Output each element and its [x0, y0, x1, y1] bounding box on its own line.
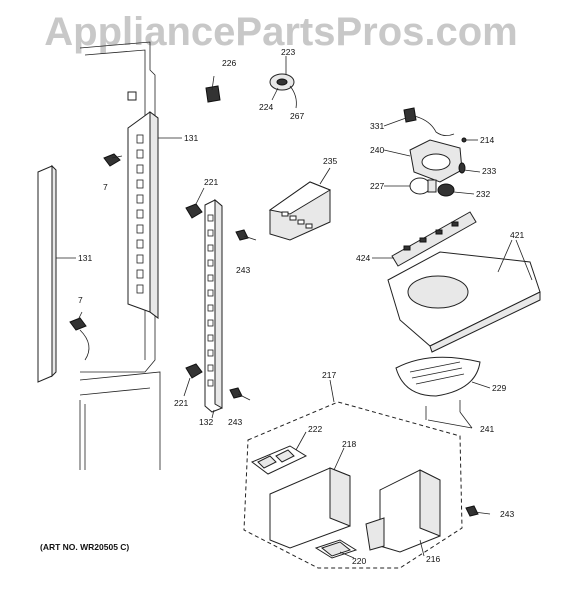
label-131-upper: 131	[184, 133, 198, 143]
label-221-lower: 221	[174, 398, 188, 408]
label-424: 424	[356, 253, 370, 263]
label-331: 331	[370, 121, 384, 131]
rail-131-upper-slots	[136, 134, 144, 294]
screw-243-c	[465, 505, 491, 517]
pins-241	[425, 400, 461, 420]
label-222: 222	[308, 424, 322, 434]
label-214: 214	[480, 135, 494, 145]
screw-7-lower	[69, 311, 87, 331]
tray-229	[395, 356, 481, 397]
harness-331	[403, 107, 455, 136]
kit-217-outline	[243, 401, 463, 569]
board-424	[391, 211, 477, 267]
label-131-left: 131	[78, 253, 92, 263]
label-132: 132	[199, 417, 213, 427]
label-220: 220	[352, 556, 366, 566]
label-267: 267	[290, 111, 304, 121]
label-241: 241	[480, 424, 494, 434]
cover-235	[268, 181, 332, 241]
label-226: 226	[222, 58, 236, 68]
label-421: 421	[510, 230, 524, 240]
label-243-c: 243	[500, 509, 514, 519]
wire-267	[289, 85, 297, 109]
part-233	[458, 162, 466, 174]
rail-131-left	[37, 164, 57, 383]
screw-243-b	[229, 387, 251, 401]
leader-lines	[56, 56, 533, 559]
cover-218	[269, 467, 351, 549]
housing-240	[409, 139, 463, 183]
label-216: 216	[426, 554, 440, 564]
label-218: 218	[342, 439, 356, 449]
clip-221-lower	[185, 363, 203, 379]
label-223: 223	[281, 47, 295, 57]
label-240: 240	[370, 145, 384, 155]
rail-132	[204, 198, 223, 413]
screw-214	[461, 137, 467, 143]
label-7-upper: 7	[103, 182, 108, 192]
label-217: 217	[322, 370, 336, 380]
bulb-227	[409, 177, 437, 195]
screw-243-a	[235, 229, 257, 241]
seal-220	[314, 539, 358, 559]
gasket-222	[251, 445, 308, 475]
socket-232	[437, 183, 455, 197]
art-number: (ART NO. WR20505 C)	[40, 542, 130, 552]
label-229: 229	[492, 383, 506, 393]
label-227: 227	[370, 181, 384, 191]
label-232: 232	[476, 189, 490, 199]
part-226-block	[205, 85, 221, 103]
rail-132-slots	[207, 214, 214, 387]
screw-7-upper	[103, 153, 123, 167]
housing-421	[387, 251, 541, 353]
label-221-upper: 221	[204, 177, 218, 187]
label-243-b: 243	[228, 417, 242, 427]
label-224: 224	[259, 102, 273, 112]
socket-223	[269, 73, 295, 91]
duct-216	[365, 469, 441, 553]
label-235: 235	[323, 156, 337, 166]
part-labels: 226 223 224 267 131 131 7 7 221 221 243 …	[78, 47, 524, 566]
clip-221-upper	[185, 203, 203, 219]
watermark: AppliancePartsPros.com	[44, 10, 518, 54]
label-7-lower: 7	[78, 295, 83, 305]
label-233: 233	[482, 166, 496, 176]
label-243-a: 243	[236, 265, 250, 275]
